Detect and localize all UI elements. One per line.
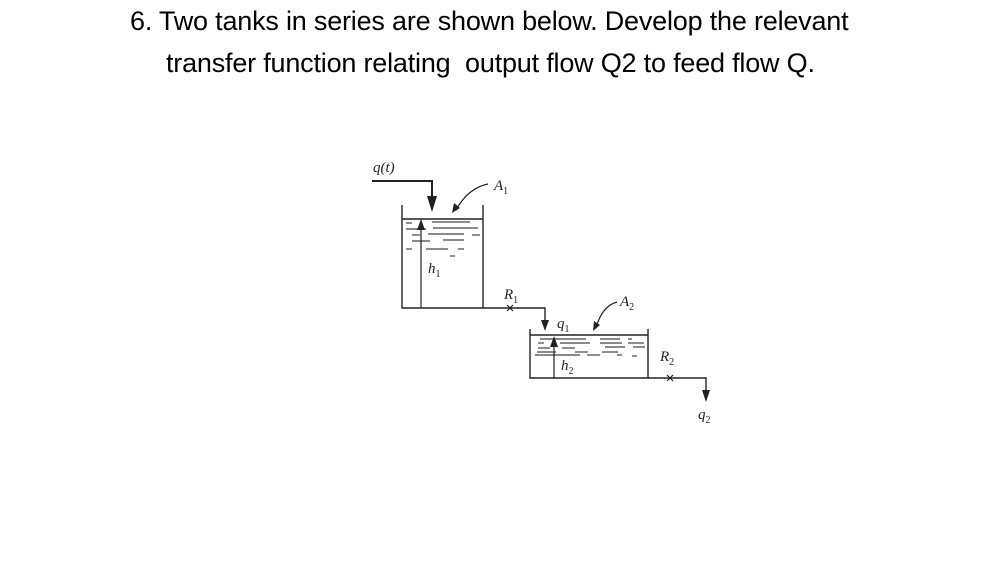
level2-arrow-icon [550, 336, 558, 347]
valve2-label: R2 [659, 349, 674, 368]
flow1-label: q1 [557, 316, 570, 335]
inflow-arrow-icon [427, 196, 437, 212]
tank1-area-label: A1 [493, 178, 508, 197]
tank2-level-label: h2 [561, 358, 574, 377]
question-line-1: 6. Two tanks in series are shown below. … [130, 6, 849, 36]
tank2-area-label: A2 [619, 294, 634, 313]
tank-2 [529, 329, 649, 379]
level-arrow-icon [417, 219, 425, 230]
tank-1 [401, 205, 484, 309]
inflow-pipe [372, 180, 437, 212]
valve-r1 [506, 304, 514, 312]
tank1-level-label: h1 [428, 261, 441, 280]
valve-r2 [666, 374, 674, 382]
outflow-label: q2 [698, 407, 711, 426]
question-line-2: transfer function relating output flow Q… [166, 48, 815, 78]
inflow-label: q(t) [373, 160, 395, 176]
outflow-arrow-icon [702, 390, 710, 402]
valve1-label: R1 [503, 287, 518, 306]
flow1-arrow-icon [541, 320, 549, 331]
